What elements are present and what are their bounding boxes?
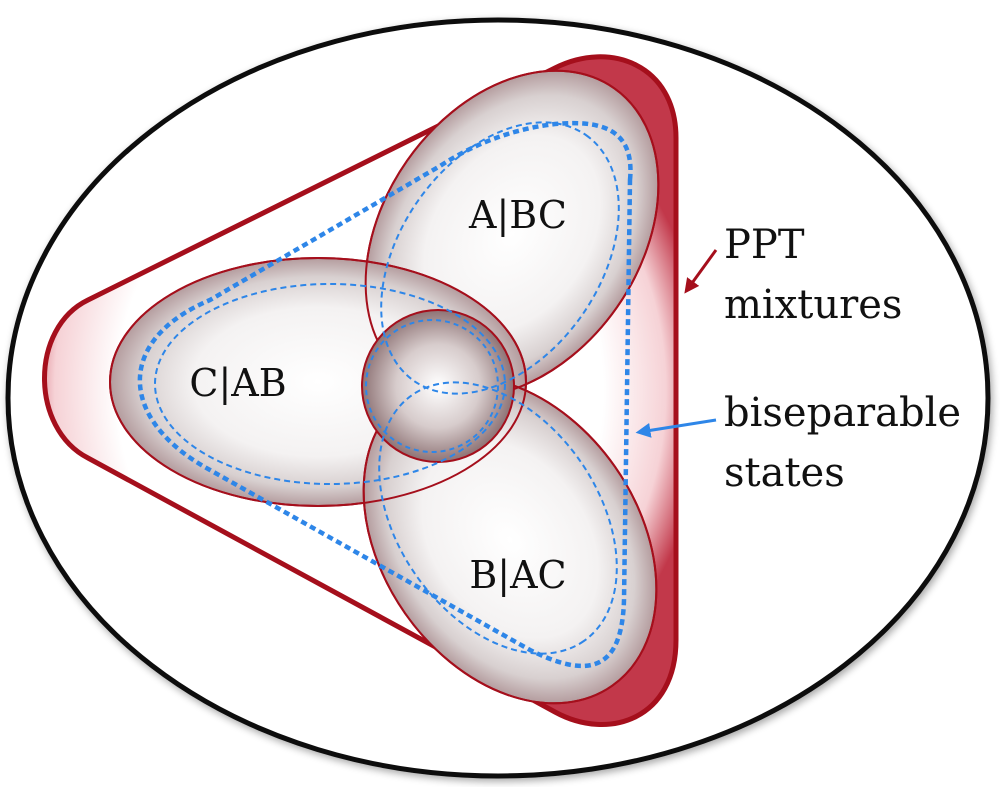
center-intersection-circle: [361, 309, 515, 463]
label-a-bc: A|BC: [468, 193, 567, 237]
bisep-ellipse-c-ab: [154, 283, 506, 485]
bisep-label-line2: states: [724, 450, 845, 496]
bisep-ellipse-b-ac: [378, 381, 618, 655]
ppt-arrow: [684, 249, 718, 294]
label-b-ac: B|AC: [469, 553, 566, 597]
biseparable-states-boundary: [137, 120, 633, 669]
ellipse-c-ab-outline: [109, 257, 527, 507]
label-c-ab: C|AB: [189, 361, 286, 405]
bisep-center-circle: [365, 319, 499, 453]
ppt-label-line2: mixtures: [724, 282, 902, 328]
bisep-ellipse-a-bc: [380, 121, 620, 395]
bisep-arrow: [635, 418, 717, 438]
ppt-label-line1: PPT: [724, 222, 805, 268]
bisep-label-line1: biseparable: [724, 390, 961, 436]
